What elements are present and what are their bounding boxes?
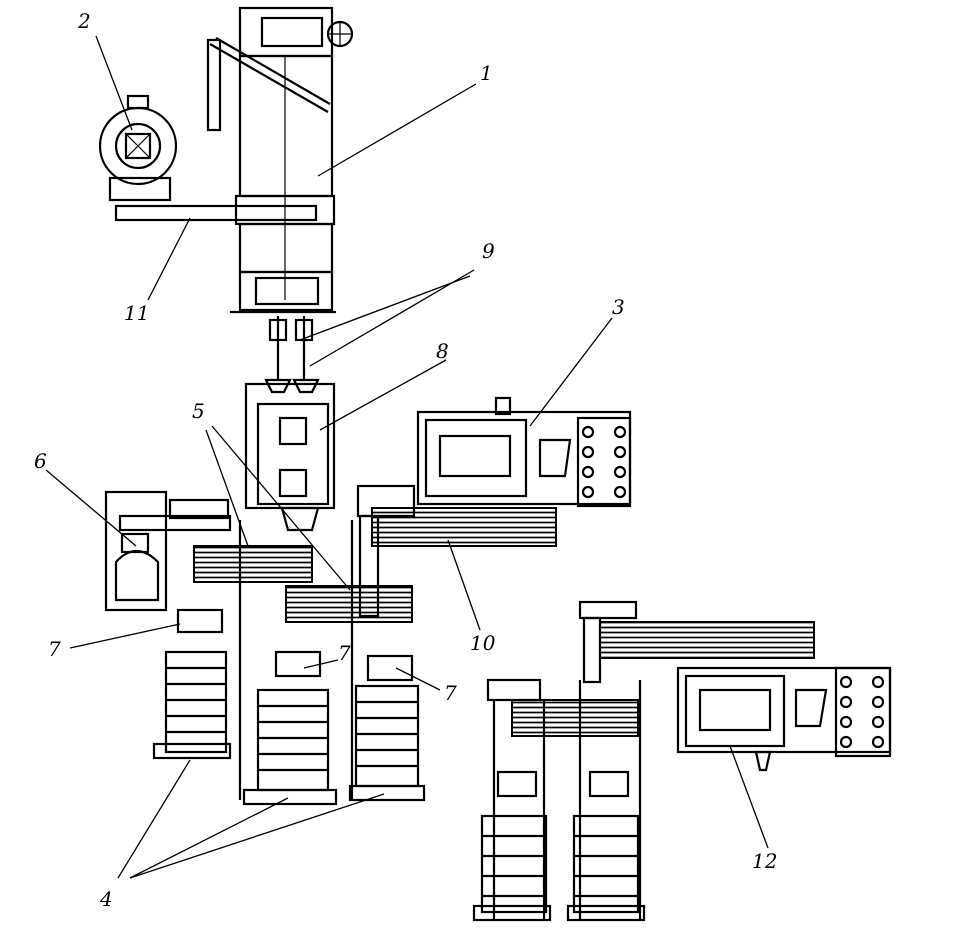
lower-right-assembly <box>472 600 892 922</box>
drive-column-unit-1 <box>206 6 354 314</box>
label-6: 6 <box>34 449 47 473</box>
terminal-block <box>576 416 632 508</box>
insulator-stack-mid <box>242 650 338 806</box>
bus-plate-unit-10 <box>356 484 557 618</box>
bus-plates-unit-5 <box>193 520 413 800</box>
label-1: 1 <box>480 61 493 85</box>
insulator-stack-left <box>152 608 232 760</box>
gearbox-unit-8 <box>244 382 336 532</box>
label-5: 5 <box>192 399 205 423</box>
label-4: 4 <box>99 887 113 911</box>
label-7-right: 7 <box>444 681 457 705</box>
insulator-stack-right <box>348 654 426 802</box>
label-7-left: 7 <box>48 637 61 661</box>
label-10: 10 <box>470 631 496 655</box>
callout-labels: 1 2 3 4 5 6 7 7 7 8 9 10 11 12 <box>34 9 777 911</box>
label-2: 2 <box>77 9 91 33</box>
label-3: 3 <box>612 295 625 319</box>
motor-unit-6 <box>104 490 232 612</box>
label-8: 8 <box>436 339 449 363</box>
leader-lines <box>45 35 769 879</box>
transformer-unit-3 <box>416 396 632 508</box>
label-11: 11 <box>124 301 149 325</box>
motor-unit-2 <box>98 94 318 222</box>
label-12: 12 <box>752 849 777 873</box>
shafts-unit-9 <box>264 316 320 394</box>
label-7-mid: 7 <box>338 641 351 665</box>
label-9: 9 <box>482 239 495 263</box>
